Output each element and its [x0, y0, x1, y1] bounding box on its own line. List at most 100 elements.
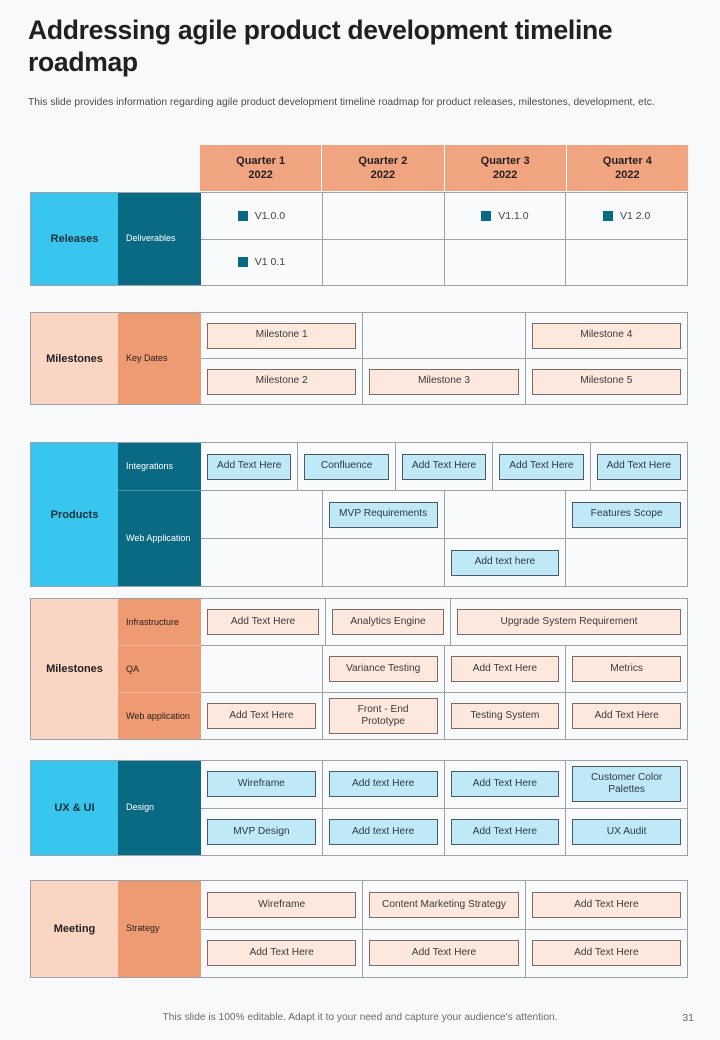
milestone-chip[interactable]: Milestone 3 [369, 368, 519, 395]
milestone-dev-cell-r3c1[interactable]: Add Text Here [201, 693, 323, 739]
release-cell-q4r1[interactable]: V1 2.0 [566, 193, 687, 239]
milestone-dev-cell-r2c3[interactable]: Add Text Here [445, 646, 567, 692]
quarter-header-row: Quarter 1 2022 Quarter 2 2022 Quarter 3 … [200, 145, 688, 191]
ux-cell-r2c4[interactable]: UX Audit [566, 809, 687, 856]
meeting-cell-r2c3[interactable]: Add Text Here [526, 930, 687, 978]
meeting-chip[interactable]: Content Marketing Strategy [369, 891, 519, 918]
meeting-cell-r2c1[interactable]: Add Text Here [201, 929, 364, 977]
milestone-dev-cell-r1c3[interactable]: Upgrade System Requirement [451, 599, 687, 645]
ux-cell-r1c3[interactable]: Add Text Here [445, 761, 567, 808]
milestone-cell-r2c3[interactable]: Milestone 5 [526, 359, 687, 404]
milestone-dev-chip[interactable]: Variance Testing [328, 656, 438, 682]
ux-cell-r1c4[interactable]: Customer Color Palettes [566, 761, 687, 808]
sublabel-web-application: Web Application [126, 533, 191, 544]
release-version: V1 2.0 [619, 209, 651, 222]
meeting-cell-r2c2[interactable]: Add Text Here [363, 929, 526, 977]
release-cell-q2r2[interactable] [323, 239, 445, 285]
product-cell-r1c5[interactable]: Add Text Here [591, 443, 687, 490]
table-row: V1.0.0 V1.1.0 V1 2.0 [201, 193, 687, 240]
sublabel-infrastructure: Infrastructure [118, 599, 201, 646]
meeting-cell-r1c2[interactable]: Content Marketing Strategy [363, 881, 526, 929]
ux-cell-r1c2[interactable]: Add text Here [323, 761, 445, 808]
release-marker: V1.0.0 [237, 210, 285, 222]
milestone-dev-cell-r2c2[interactable]: Variance Testing [323, 646, 445, 692]
milestone-dev-cell-r3c3[interactable]: Testing System [445, 693, 567, 739]
product-chip[interactable]: Confluence [304, 453, 389, 480]
milestone-cell-r1c2[interactable] [363, 313, 526, 358]
milestone-chip[interactable]: Milestone 2 [207, 368, 357, 395]
ux-chip[interactable]: Wireframe [207, 771, 316, 798]
ux-chip[interactable]: UX Audit [572, 818, 681, 845]
milestone-chip[interactable]: Milestone 4 [531, 322, 681, 349]
milestone-chip[interactable]: Milestone 1 [207, 322, 357, 349]
ux-chip[interactable]: Customer Color Palettes [572, 766, 681, 803]
meeting-cell-r1c3[interactable]: Add Text Here [526, 881, 687, 929]
release-cell-q3r2[interactable] [445, 239, 567, 285]
ux-chip[interactable]: Add Text Here [450, 771, 560, 798]
product-cell-r1c2[interactable]: Confluence [298, 443, 396, 490]
milestone-dev-cell-r2c1[interactable] [201, 646, 323, 692]
product-cell-r3c3[interactable]: Add text here [445, 539, 567, 586]
release-cell-q4r2[interactable] [566, 240, 687, 286]
milestone-cell-r2c2[interactable]: Milestone 3 [363, 359, 526, 404]
milestone-dev-cell-r3c2[interactable]: Front - End Prototype [323, 693, 445, 739]
ux-cell-r2c2[interactable]: Add text Here [323, 808, 445, 855]
product-chip[interactable]: Add Text Here [499, 453, 584, 480]
product-cell-r3c2[interactable] [323, 539, 445, 586]
milestone-cell-r1c3[interactable]: Milestone 4 [526, 313, 687, 358]
ux-chip[interactable]: MVP Design [207, 818, 316, 845]
ux-chip[interactable]: Add text Here [328, 771, 438, 798]
meeting-chip[interactable]: Add Text Here [207, 940, 357, 967]
product-chip[interactable]: MVP Requirements [328, 501, 438, 528]
product-chip[interactable]: Add Text Here [401, 453, 487, 480]
band-label-products: Products [31, 443, 118, 586]
milestone-dev-cell-r1c2[interactable]: Analytics Engine [326, 599, 451, 645]
milestone-chip[interactable]: Milestone 5 [531, 368, 681, 395]
release-cell-q1r1[interactable]: V1.0.0 [201, 193, 323, 239]
ux-cell-r2c1[interactable]: MVP Design [201, 808, 323, 855]
product-chip[interactable]: Add Text Here [596, 453, 682, 480]
sublabel-text: Deliverables [126, 233, 176, 244]
milestone-dev-cell-r3c4[interactable]: Add Text Here [566, 693, 687, 739]
meeting-chip[interactable]: Wireframe [207, 891, 357, 918]
milestone-dev-chip[interactable]: Add Text Here [572, 703, 681, 729]
product-cell-r2c3[interactable] [445, 491, 567, 538]
milestone-dev-chip[interactable]: Add Text Here [207, 703, 316, 729]
ux-chip[interactable]: Add text Here [328, 818, 438, 845]
milestone-dev-chip[interactable]: Add Text Here [450, 656, 560, 682]
milestone-dev-chip[interactable]: Add Text Here [207, 609, 319, 635]
meeting-chip[interactable]: Add Text Here [531, 940, 681, 967]
ux-cell-r1c1[interactable]: Wireframe [201, 761, 323, 808]
product-chip[interactable]: Add Text Here [207, 453, 292, 480]
milestone-cell-r1c1[interactable]: Milestone 1 [201, 313, 364, 358]
meeting-cell-r1c1[interactable]: Wireframe [201, 881, 364, 929]
product-cell-r1c3[interactable]: Add Text Here [396, 443, 494, 490]
milestone-dev-chip[interactable]: Analytics Engine [332, 609, 444, 635]
milestone-cell-r2c1[interactable]: Milestone 2 [201, 359, 364, 404]
milestone-dev-chip[interactable]: Front - End Prototype [328, 697, 438, 735]
meeting-chip[interactable]: Add Text Here [369, 940, 519, 967]
release-cell-q3r1[interactable]: V1.1.0 [445, 193, 567, 239]
product-cell-r1c4[interactable]: Add Text Here [493, 443, 591, 490]
product-cell-r3c1[interactable] [201, 539, 323, 586]
quarter-header-cell-1: Quarter 1 2022 [200, 145, 323, 191]
meeting-chip[interactable]: Add Text Here [531, 891, 681, 918]
product-chip[interactable]: Add text here [450, 549, 560, 576]
product-chip[interactable]: Features Scope [572, 501, 681, 528]
ux-chip[interactable]: Add Text Here [450, 818, 560, 845]
ux-cell-r2c3[interactable]: Add Text Here [445, 808, 567, 855]
release-cell-q2r1[interactable] [323, 193, 445, 239]
band-sublabel-key-dates: Key Dates [118, 313, 201, 404]
table-row: Add text here [201, 539, 687, 586]
milestone-dev-chip[interactable]: Metrics [572, 656, 681, 682]
product-cell-r2c2[interactable]: MVP Requirements [323, 491, 445, 538]
product-cell-r3c4[interactable] [566, 539, 687, 586]
product-cell-r1c1[interactable]: Add Text Here [201, 443, 299, 490]
milestone-dev-chip[interactable]: Upgrade System Requirement [457, 609, 681, 635]
product-cell-r2c1[interactable] [201, 491, 323, 538]
release-cell-q1r2[interactable]: V1 0.1 [201, 239, 323, 285]
milestone-dev-cell-r1c1[interactable]: Add Text Here [201, 599, 326, 645]
milestone-dev-chip[interactable]: Testing System [450, 703, 560, 729]
milestone-dev-cell-r2c4[interactable]: Metrics [566, 646, 687, 692]
product-cell-r2c4[interactable]: Features Scope [566, 491, 687, 538]
